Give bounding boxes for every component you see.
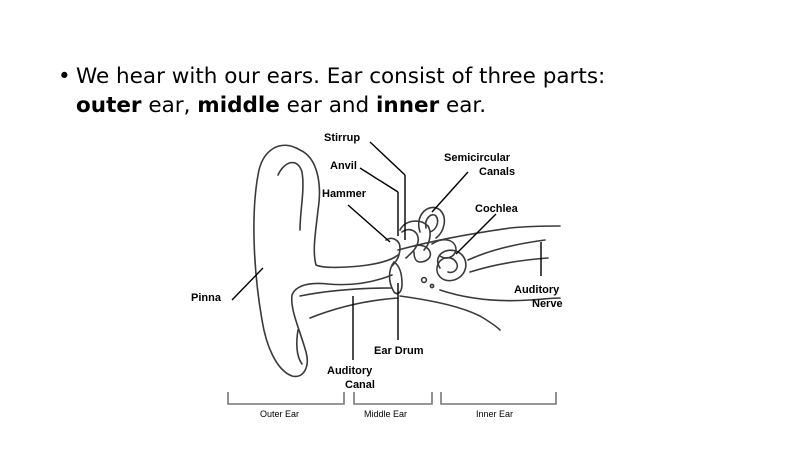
label-cochlea: Cochlea [475, 203, 519, 215]
hammer-leader [347, 204, 391, 243]
inner-passage [439, 289, 561, 302]
middle-chamber [399, 220, 431, 251]
bullet-fragment-3: ear. [439, 93, 487, 118]
pinna-inner-fold [299, 149, 399, 269]
eardrum-shape [388, 261, 403, 295]
inner-ear-bracket [440, 392, 557, 405]
stirrup-bone [413, 244, 432, 263]
auditory-canal-top [299, 287, 393, 297]
label-hammer: Hammer [322, 188, 367, 200]
label-outer-ear: Outer Ear [260, 409, 299, 419]
auditory-nerve-bottom [469, 257, 549, 273]
label-auditory-canal-2: Canal [345, 379, 375, 391]
semicircular-canal-2 [424, 213, 439, 233]
anvil-leader [359, 167, 399, 193]
bullet-fragment-2: ear and [279, 93, 377, 118]
bullet-line-2: outer ear, middle ear and inner ear. [76, 91, 778, 120]
pinna-leader [231, 267, 264, 301]
semicircular-canal-1 [417, 206, 446, 239]
cochlea-leader [455, 213, 497, 255]
label-semicircular-2: Canals [479, 166, 515, 178]
label-auditory-nerve-2: Nerve [532, 298, 563, 310]
outer-ear-bracket [227, 392, 345, 405]
label-pinna: Pinna [191, 292, 222, 304]
cochlea-spiral [436, 249, 467, 282]
label-middle-ear: Middle Ear [364, 409, 407, 419]
pinna-outline [253, 144, 393, 378]
anvil-bone [401, 228, 420, 259]
label-inner-ear: Inner Ear [476, 409, 513, 419]
middle-term: middle [197, 93, 280, 118]
label-auditory-nerve-1: Auditory [514, 284, 560, 296]
label-auditory-canal-1: Auditory [327, 365, 373, 377]
stirrup-leader [369, 141, 406, 176]
hammer-bone [385, 237, 401, 267]
bullet-paragraph: • We hear with our ears. Ear consist of … [58, 62, 778, 120]
oval-window [429, 283, 435, 289]
skull-line-bottom [399, 295, 501, 331]
bullet-fragment-1: ear, [141, 93, 198, 118]
semicircular-leader [431, 171, 469, 213]
label-semicircular-1: Semicircular [444, 152, 511, 164]
label-ear-drum: Ear Drum [374, 345, 424, 357]
round-window [420, 276, 428, 284]
bullet-line-1: We hear with our ears. Ear consist of th… [76, 64, 606, 89]
inner-term: inner [376, 93, 440, 118]
label-anvil: Anvil [330, 160, 357, 172]
auditory-canal-bottom [309, 297, 399, 319]
semicircular-canal-3 [431, 238, 457, 259]
bullet-marker: • [58, 64, 71, 89]
auditory-nerve-top [467, 239, 546, 261]
pinna-helix [277, 161, 304, 231]
label-stirrup: Stirrup [324, 132, 360, 144]
middle-ear-bracket [353, 392, 433, 405]
pinna-lobe [296, 329, 303, 365]
outer-term: outer [76, 93, 142, 118]
